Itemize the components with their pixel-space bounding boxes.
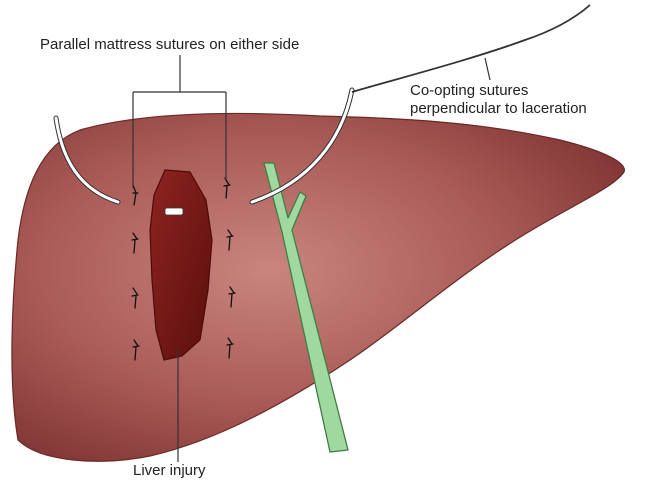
needle-tip-highlight (165, 208, 183, 215)
coopting-sutures-label: Co-opting sutures perpendicular to lacer… (410, 82, 587, 118)
liver-shape (12, 113, 624, 461)
coopting-label-line1: Co-opting sutures (410, 82, 587, 100)
liver-injury-label: Liver injury (133, 462, 206, 480)
parallel-sutures-label: Parallel mattress sutures on either side (40, 36, 299, 54)
suture-thread (352, 5, 590, 92)
right-leader-line (485, 58, 490, 80)
coopting-label-line2: perpendicular to laceration (410, 100, 587, 118)
